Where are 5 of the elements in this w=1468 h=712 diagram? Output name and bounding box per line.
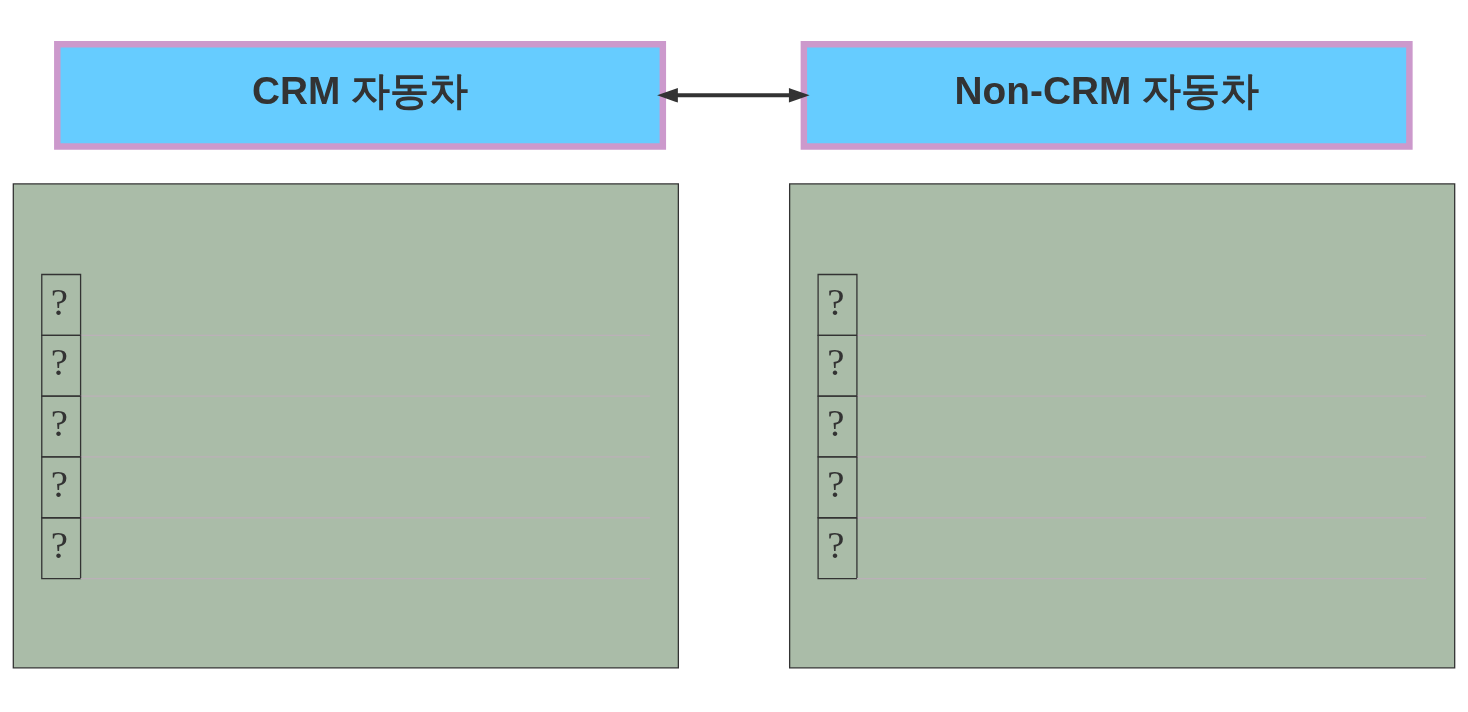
node-box: Non-CRM 자동차: [800, 40, 1413, 150]
node-box: CRM 자동차: [54, 40, 667, 150]
node-box: ? ? ? ? ?: [789, 183, 1456, 669]
node-box: ? ? ? ? ?: [12, 183, 679, 669]
arrow: [657, 88, 810, 103]
